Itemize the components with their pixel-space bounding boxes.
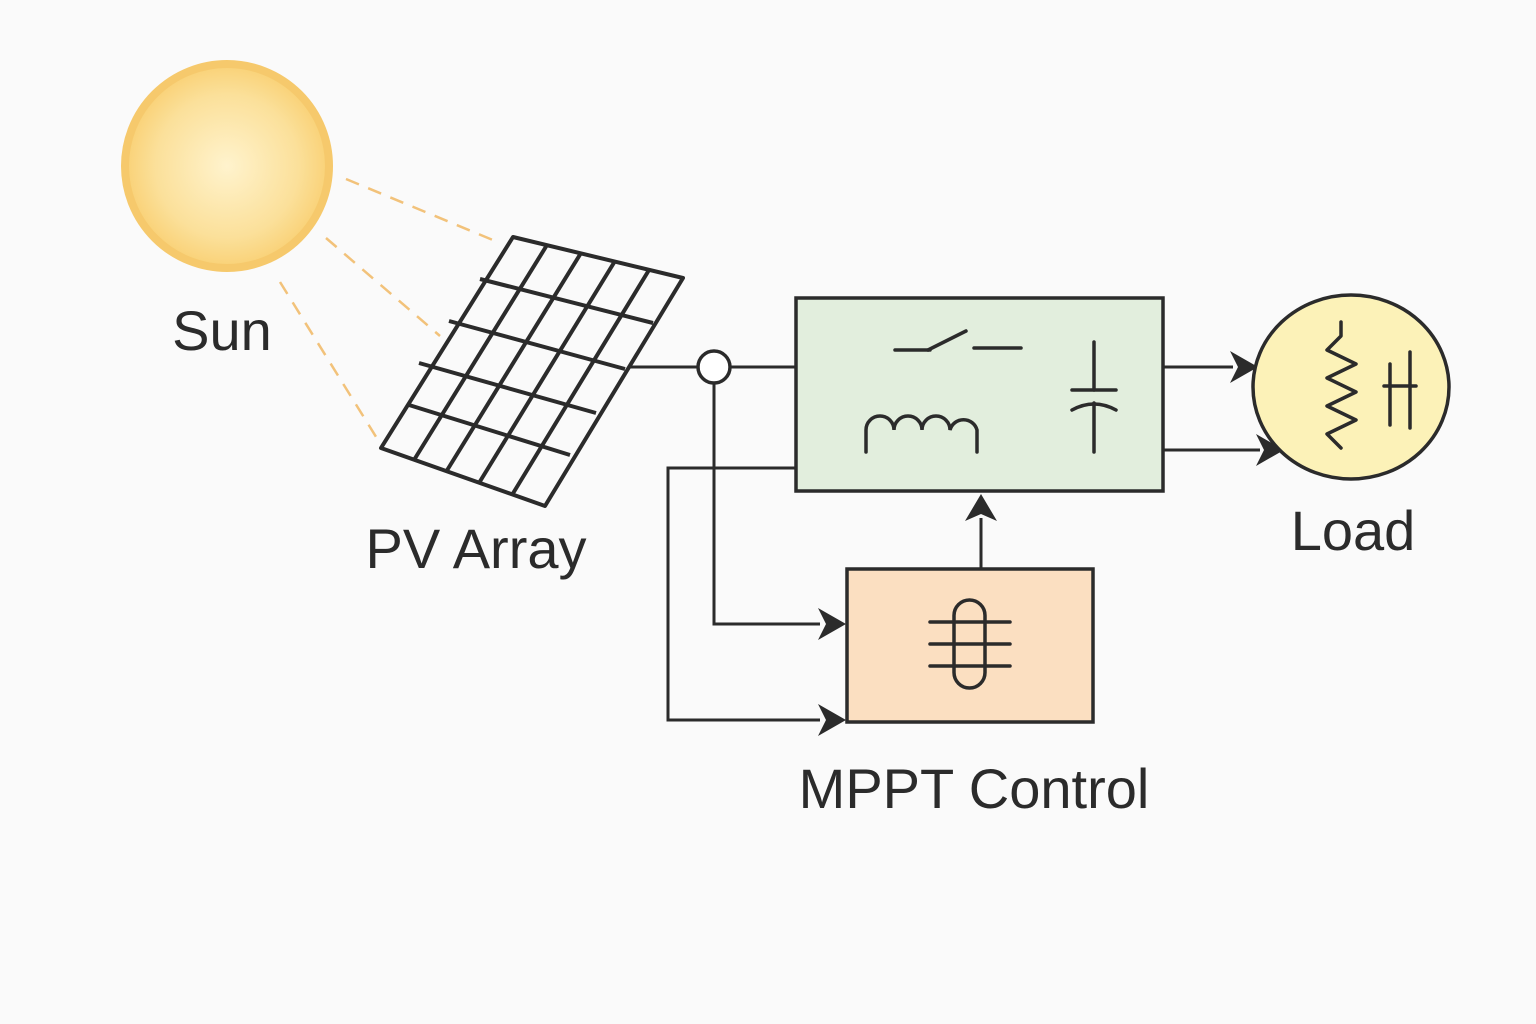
load-label: Load [1291,499,1416,562]
controller-icon [928,598,1012,690]
load-block [1251,293,1451,481]
inductor-icon [864,414,979,454]
junction-node [696,349,732,385]
arrow-to-mppt-lower [818,704,846,736]
switch-icon [893,329,1023,352]
arrowheads [818,351,1284,736]
mppt-control-block [845,567,1095,724]
load-capacitor-icon [1382,350,1418,430]
pv-array-label: PV Array [366,517,587,580]
resistor-icon [1325,320,1358,450]
arrow-to-load-upper [1230,351,1258,383]
pv-array-icon [379,235,685,508]
arrow-to-converter [965,494,997,521]
mppt-control-label: MPPT Control [799,757,1150,820]
sun-label: Sun [172,299,272,362]
capacitor-icon [1070,340,1118,454]
sun-rays [278,177,501,441]
sun [121,60,333,272]
wiring [630,365,1260,722]
arrow-to-mppt-upper [818,608,846,640]
converter-block [794,296,1165,493]
arrow-to-load-lower [1256,434,1284,466]
